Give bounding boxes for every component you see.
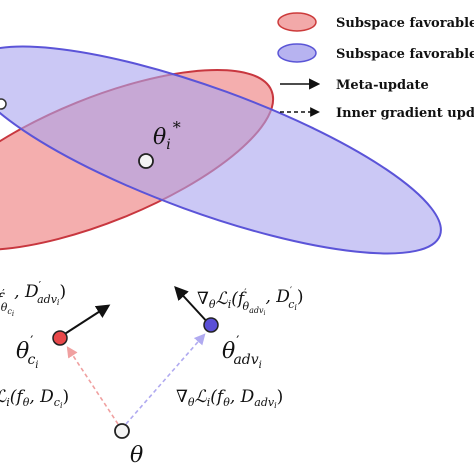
legend-swatch-red xyxy=(277,12,317,32)
grad-label-bottom-left: ℒi(fθ, Dci) xyxy=(0,387,69,410)
inner-gradient-arrow-red xyxy=(66,346,119,425)
legend-label-red: Subspace favorable xyxy=(336,16,474,31)
theta-c-point xyxy=(52,330,68,346)
legend-label-blue: Subspace favorable xyxy=(336,47,474,62)
legend-label-inner-gradient: Inner gradient upda xyxy=(336,106,474,121)
meta-update-arrow-red xyxy=(59,304,111,338)
inner-gradient-arrow-blue xyxy=(125,333,206,425)
theta-label: θ xyxy=(130,443,143,468)
legend: Subspace favorable Subspace favorable Me… xyxy=(277,12,474,121)
theta-star-label: θi* xyxy=(153,118,181,153)
grad-label-bottom-right: ∇θℒi(fθ, Dadvi) xyxy=(176,387,283,410)
edge-point xyxy=(0,98,7,110)
theta-c-label: θ′ci xyxy=(16,334,38,371)
legend-label-meta-update: Meta-update xyxy=(336,78,429,93)
theta-point xyxy=(114,423,130,439)
meta-update-arrow-blue xyxy=(174,285,211,326)
grad-label-top-left: f′θci, D′advi) xyxy=(0,279,66,318)
theta-adv-label: θ′advi xyxy=(222,334,262,371)
theta-adv-point xyxy=(203,317,219,333)
theta-star-point xyxy=(138,153,154,169)
subspace-blue-ellipse xyxy=(0,45,442,255)
legend-swatch-blue xyxy=(277,43,317,63)
grad-label-top-right: ∇θℒi(f′θadvi, D′ci) xyxy=(197,286,304,317)
